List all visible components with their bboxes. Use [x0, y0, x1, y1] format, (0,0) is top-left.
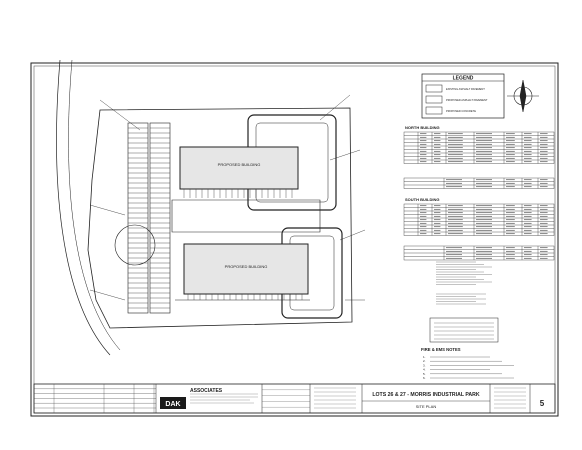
sheet-border: [30, 62, 559, 417]
property-boundary: [87, 107, 353, 329]
north-building-title: NORTH BUILDING: [405, 125, 440, 130]
ems-note-number: 4.: [423, 368, 426, 372]
legend-title: LEGEND: [453, 76, 474, 82]
title-block: DAK ASSOCIATES LOTS 26 & 27 - MORRIS IND…: [33, 383, 556, 414]
fire-ems-notes-list: 1.2.3.4.5.6.: [423, 355, 514, 380]
ems-note-number: 1.: [423, 355, 426, 359]
legend: LEGEND EXISTING ASPHALT PAVEMENT PROPOSE…: [421, 73, 505, 119]
ems-note-number: 5.: [423, 372, 426, 376]
project-title: LOTS 26 & 27 - MORRIS INDUSTRIAL PARK: [372, 392, 480, 398]
fire-ems-notes-title: FIRE & EMS NOTES: [421, 347, 461, 352]
legend-swatch-proposed-concrete: [425, 106, 443, 115]
legend-item-label: EXISTING ASPHALT PAVEMENT: [446, 87, 485, 91]
legend-swatch-existing: [425, 84, 443, 93]
south-building-footprint: [183, 243, 309, 295]
approval-box: [429, 317, 499, 343]
south-building-label: PROPOSED BUILDING: [225, 264, 268, 269]
ems-note-number: 6.: [423, 376, 426, 380]
north-arrow-icon: [507, 79, 539, 113]
legend-swatch-proposed-asphalt: [425, 95, 443, 104]
site-plan-drawing: [56, 59, 366, 356]
legend-item-label: PROPOSED ASPHALT PAVEMENT: [446, 98, 488, 102]
legend-item-label: PROPOSED CONCRETE: [446, 109, 476, 113]
firm-name: ASSOCIATES: [190, 388, 223, 394]
north-building-loading-table: [403, 177, 555, 189]
south-building-loading-table: [403, 245, 555, 261]
sheet-number: 5: [540, 399, 545, 408]
sheet-name: SITE PLAN: [416, 404, 437, 409]
south-building-title: SOUTH BUILDING: [405, 197, 439, 202]
north-building-table: [403, 131, 555, 164]
parking-stalls: [128, 127, 303, 309]
general-notes-block: [436, 261, 492, 305]
north-building-label: PROPOSED BUILDING: [218, 162, 261, 167]
ems-note-number: 2.: [423, 359, 426, 363]
firm-logo: [160, 397, 186, 409]
ems-note-number: 3.: [423, 363, 426, 367]
north-building-footprint: [179, 146, 299, 190]
south-building-table: [403, 203, 555, 236]
firm-logo-text: DAK: [165, 401, 180, 408]
